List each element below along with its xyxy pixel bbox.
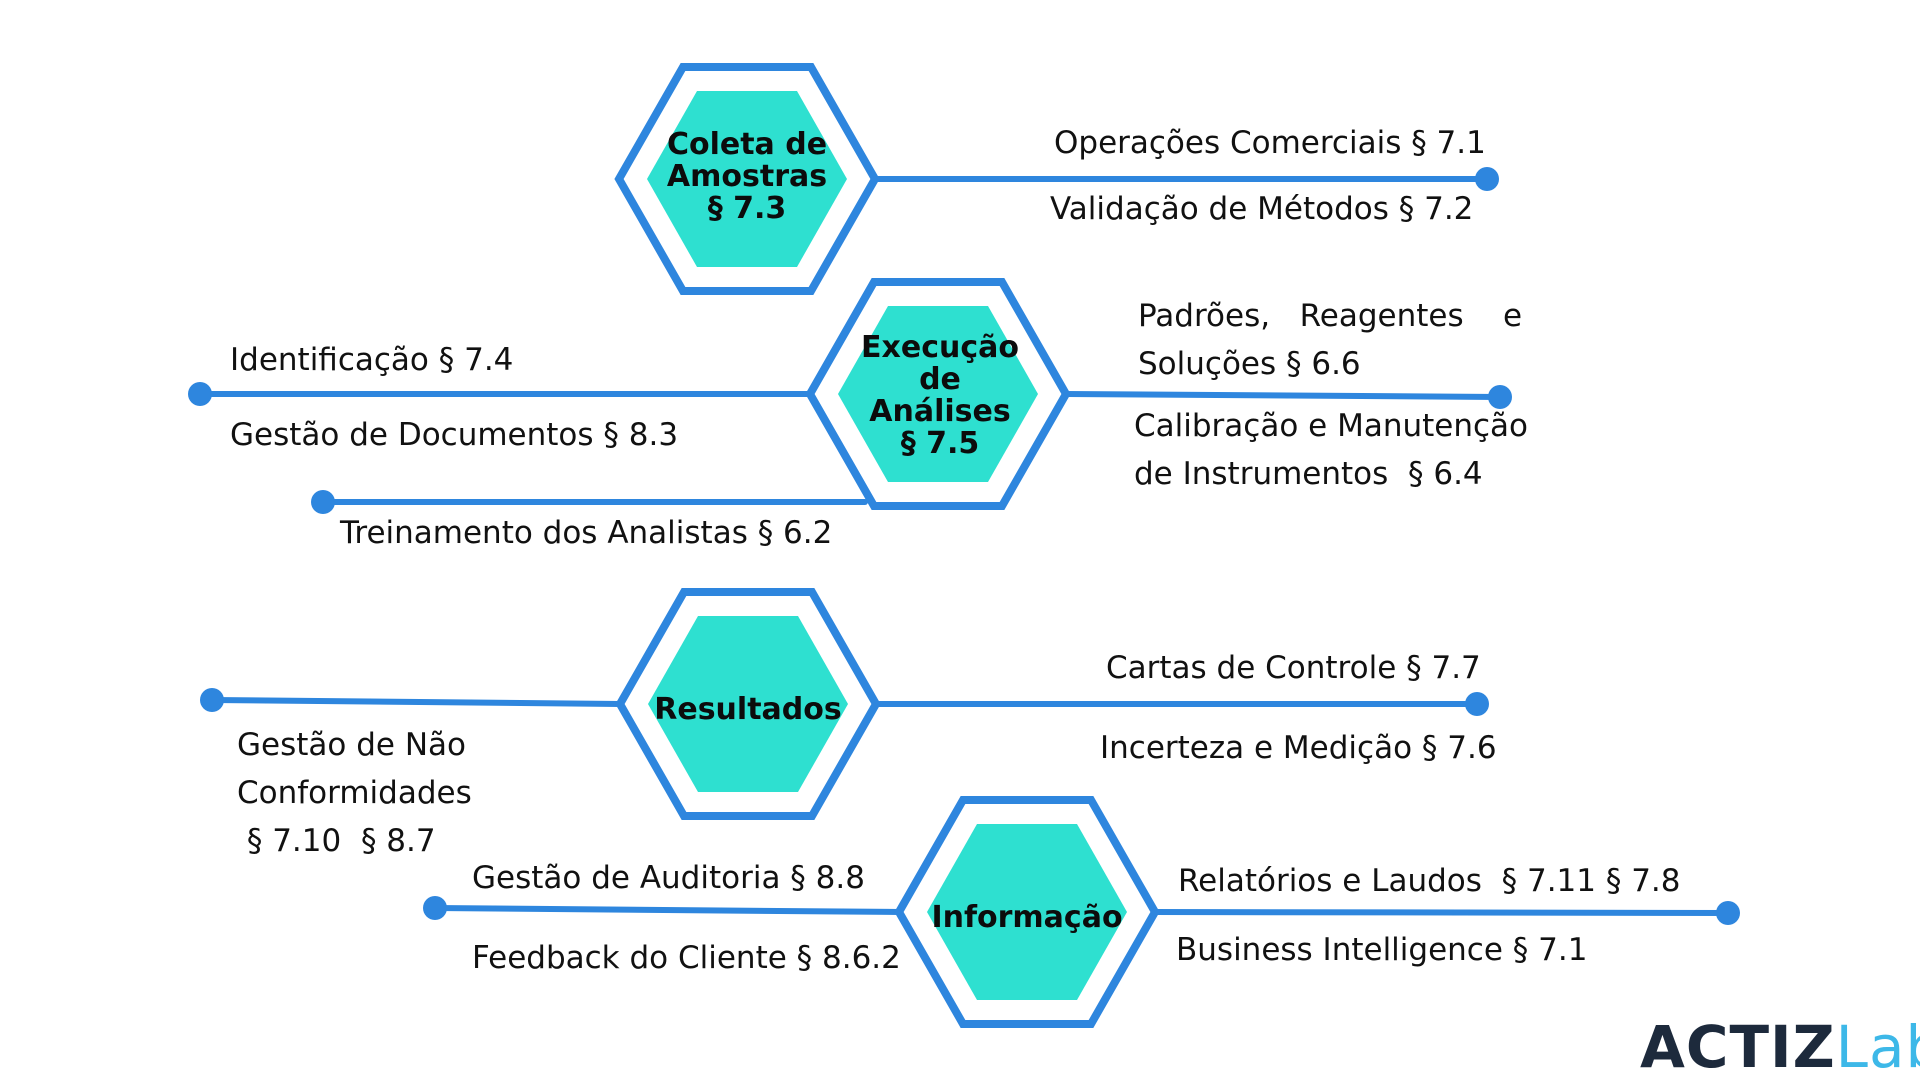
- label-padroes-line2: Soluções § 6.6: [1138, 346, 1361, 382]
- connector-dot-treinamento: [311, 490, 335, 514]
- connector-resultados-left: [209, 697, 623, 707]
- hexagon-informacao: [894, 796, 1160, 1028]
- hexagons: [614, 63, 1160, 1028]
- hexagon-resultados-fill: [648, 616, 848, 792]
- label-gestao-documentos: Gestão de Documentos § 8.3: [230, 417, 679, 453]
- hex-title-resultados: Resultados: [654, 692, 842, 727]
- connector-execucao-right: [1063, 391, 1503, 400]
- hex-title-coleta: Coleta de Amostras § 7.3: [666, 127, 828, 226]
- connector-dot-coleta-right: [1475, 167, 1499, 191]
- label-cartas-controle: Cartas de Controle § 7.7: [1106, 650, 1481, 686]
- connector-informacao-right: [1152, 909, 1731, 916]
- connector-informacao-left: [432, 905, 903, 915]
- connector-dot-informacao-left: [423, 896, 447, 920]
- connectors: [188, 167, 1740, 925]
- actizlab-logo: ACTIZLab: [1640, 1015, 1920, 1079]
- label-business-intelligence: Business Intelligence § 7.1: [1176, 932, 1588, 968]
- label-nao-conformidades-line3: § 7.10 § 8.7: [237, 823, 436, 859]
- hexagon-resultados: [615, 588, 881, 820]
- label-identificacao: Identificação § 7.4: [230, 342, 514, 378]
- label-feedback-cliente: Feedback do Cliente § 8.6.2: [472, 940, 901, 976]
- label-calibracao-line2: de Instrumentos § 6.4: [1134, 456, 1483, 492]
- label-operacoes-comerciais: Operações Comerciais § 7.1: [1054, 125, 1486, 161]
- hexagon-execucao-fill: [838, 306, 1038, 482]
- connector-dot-informacao-right: [1716, 901, 1740, 925]
- label-treinamento: Treinamento dos Analistas § 6.2: [340, 515, 833, 551]
- label-validacao-metodos: Validação de Métodos § 7.2: [1050, 191, 1474, 227]
- label-padroes-line1: Padrões, Reagentes e: [1138, 298, 1523, 334]
- hexagon-coleta-fill: [647, 91, 847, 267]
- logo-part-actiz: ACTIZ: [1640, 1013, 1836, 1081]
- hex-title-informacao: Informação: [931, 900, 1123, 935]
- label-relatorios-laudos: Relatórios e Laudos § 7.11 § 7.8: [1178, 863, 1681, 899]
- connector-dot-execucao-right: [1488, 385, 1512, 409]
- hexagon-informacao-fill: [927, 824, 1127, 1000]
- connector-dot-execucao-left: [188, 382, 212, 406]
- logo-part-lab: Lab: [1835, 1013, 1920, 1081]
- hexagon-execucao: [805, 278, 1071, 510]
- hexagon-coleta: [614, 63, 880, 295]
- connector-dot-resultados-right: [1465, 692, 1489, 716]
- label-gestao-auditoria: Gestão de Auditoria § 8.8: [472, 860, 865, 896]
- label-nao-conformidades-line1: Gestão de Não: [237, 727, 466, 763]
- label-nao-conformidades-line2: Conformidades: [237, 775, 472, 811]
- connector-dot-resultados-left: [200, 688, 224, 712]
- label-calibracao-line1: Calibração e Manutenção: [1134, 408, 1528, 444]
- label-incerteza-medicao: Incerteza e Medição § 7.6: [1100, 730, 1497, 766]
- hex-title-execucao: Execução de Análises § 7.5: [861, 330, 1019, 461]
